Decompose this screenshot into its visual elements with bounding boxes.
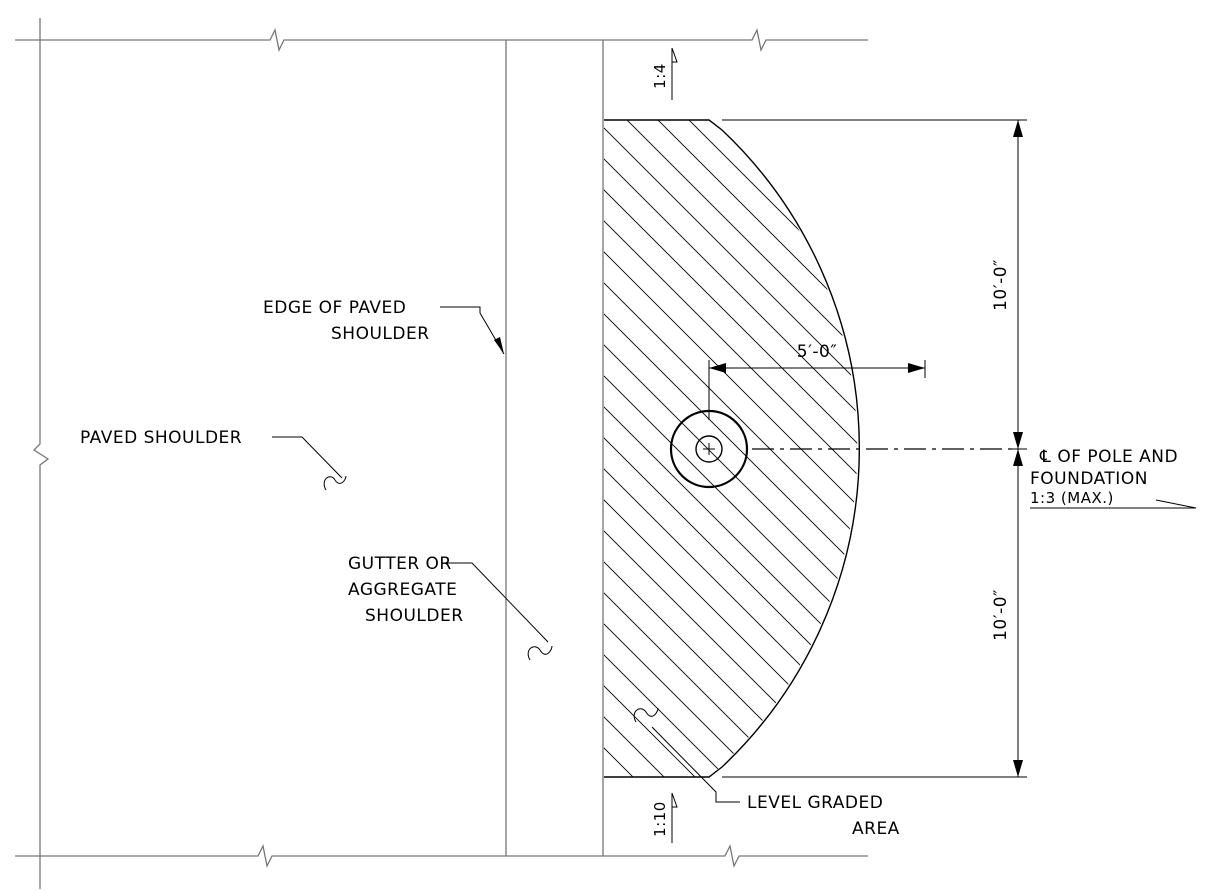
- dim-arrow-bottom: [1013, 760, 1023, 777]
- paved-shoulder-text: PAVED SHOULDER: [80, 428, 242, 448]
- hatch-line: [604, 120, 858, 777]
- slope-callouts: 1:4 1:10: [651, 47, 678, 843]
- paved-shoulder-label: PAVED SHOULDER: [80, 428, 347, 491]
- gutter-text-3: SHOULDER: [365, 606, 464, 626]
- level-graded-leader: [651, 726, 740, 803]
- top-break-line: [15, 28, 868, 52]
- left-break-line: [32, 18, 50, 889]
- hatch-line: [0, 100, 532, 800]
- hatch-line: [604, 120, 858, 777]
- hatch-line: [606, 120, 858, 777]
- hatch-line: [604, 120, 858, 777]
- dim-arrow-center-up: [1013, 432, 1023, 449]
- hatch-line: [668, 120, 858, 777]
- gutter-text-2: AGGREGATE: [348, 580, 457, 600]
- radius-dimension-text: 5′-0″: [797, 342, 837, 362]
- level-graded-label: LEVEL GRADED AREA: [633, 707, 900, 839]
- slope-top-triangle: [671, 47, 678, 63]
- hatch-line: [604, 120, 858, 777]
- edge-of-paved-leader: [440, 306, 505, 355]
- radius-arrow-left: [709, 363, 726, 373]
- level-graded-text-2: AREA: [852, 819, 900, 839]
- gutter-text-1: GUTTER OR: [348, 554, 452, 574]
- hatch-line: [604, 120, 858, 777]
- slope-bottom-text: 1:10: [651, 801, 669, 837]
- hatch-line: [0, 100, 594, 800]
- slope-top-text: 1:4: [651, 63, 669, 89]
- slope-max-triangle: [1155, 499, 1197, 509]
- break-lines: [15, 18, 868, 889]
- hatch-line: [604, 120, 858, 777]
- hatch-line: [0, 100, 501, 800]
- slope-max-text: 1:3 (MAX.): [1030, 489, 1114, 507]
- hatch-line: [604, 120, 858, 777]
- upper-dimension-text: 10′-0″: [991, 259, 1011, 311]
- hatch-line: [604, 120, 781, 777]
- radius-arrow-right: [908, 363, 925, 373]
- hatch-line: [604, 120, 719, 777]
- gutter-s-symbol: [527, 645, 553, 661]
- hatch-line: [604, 120, 858, 777]
- hatch-line: [604, 120, 750, 777]
- level-graded-s-symbol: [633, 707, 659, 723]
- dim-arrow-center-down: [1013, 449, 1023, 466]
- slope-bottom-triangle: [671, 792, 678, 808]
- hatch-line: [0, 100, 563, 800]
- hatch-line: [0, 100, 470, 800]
- vertical-dimensions: 10′-0″ 10′-0″: [722, 119, 1027, 778]
- edge-of-paved-arrow: [494, 337, 504, 354]
- hatch-line: [604, 120, 858, 777]
- dim-arrow-top: [1013, 120, 1023, 137]
- level-graded-text-1: LEVEL GRADED: [747, 793, 883, 813]
- hatch-line: [604, 120, 858, 777]
- bottom-break-line: [15, 844, 868, 868]
- centerline-note: ℄ OF POLE AND FOUNDATION 1:3 (MAX.): [1030, 447, 1197, 509]
- pole-circle: [695, 435, 723, 463]
- edge-of-paved-text-2: SHOULDER: [331, 324, 430, 344]
- hatch-line: [604, 120, 858, 777]
- centerline-text-2: FOUNDATION: [1030, 469, 1148, 489]
- shoulder-edges: [505, 40, 604, 856]
- hatch-line: [604, 120, 626, 777]
- hatch-line: [604, 120, 858, 777]
- hatch-line: [604, 120, 657, 777]
- lower-dimension-text: 10′-0″: [991, 589, 1011, 641]
- pole-foundation: [669, 409, 1012, 489]
- hatch-line: [604, 120, 812, 777]
- paved-shoulder-s-symbol: [323, 475, 347, 491]
- graded-area-hatching: [0, 100, 858, 800]
- hatch-line: [604, 120, 843, 777]
- paved-shoulder-leader: [272, 436, 343, 479]
- hatch-line: [604, 120, 858, 777]
- level-graded-area: [0, 100, 860, 800]
- edge-of-paved-label: EDGE OF PAVED SHOULDER: [263, 298, 505, 355]
- hatch-line: [637, 120, 858, 777]
- radius-dimension: 5′-0″: [708, 342, 926, 420]
- centerline-text-1: ℄ OF POLE AND: [1039, 447, 1178, 467]
- hatch-line: [604, 120, 688, 777]
- gutter-label: GUTTER OR AGGREGATE SHOULDER: [348, 554, 553, 661]
- edge-of-paved-text-1: EDGE OF PAVED: [263, 298, 406, 318]
- gutter-leader: [442, 562, 549, 643]
